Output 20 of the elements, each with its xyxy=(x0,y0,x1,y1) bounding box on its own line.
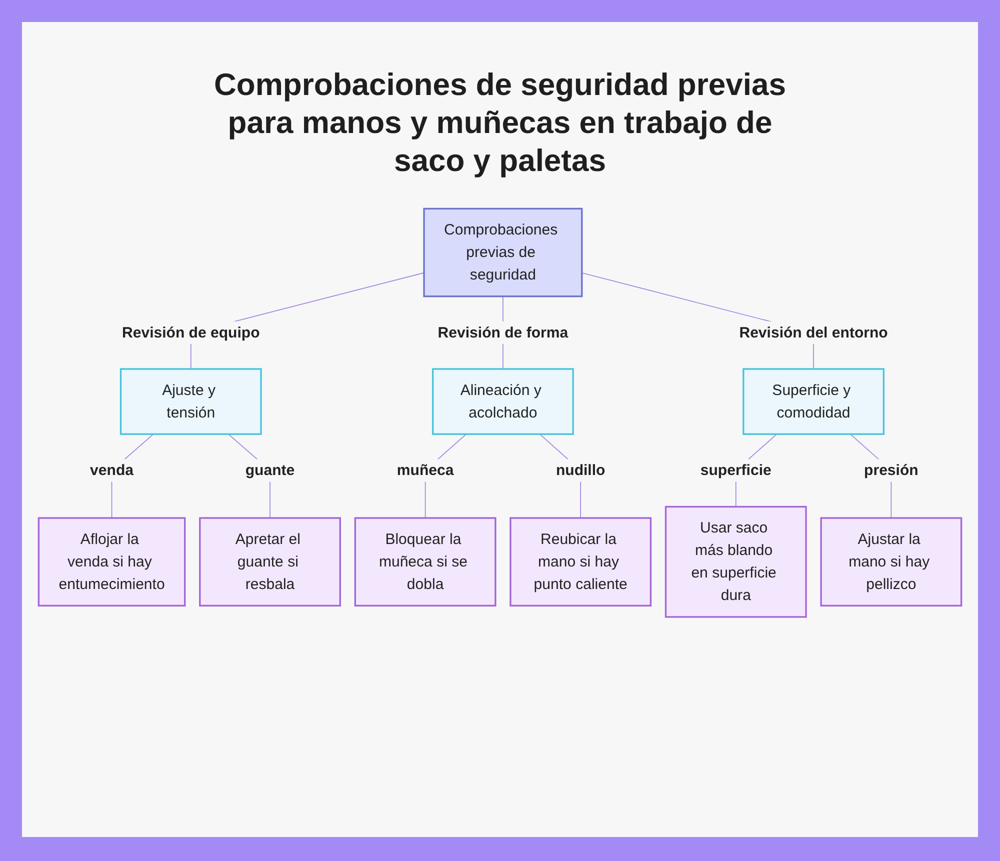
node-box: Aflojar la venda si hay entumecimiento xyxy=(38,517,186,606)
edge-label: Revisión de forma xyxy=(438,324,568,341)
diagram-title: Comprobaciones de seguridad previas para manos y muñecas en trabajo de saco y paletas xyxy=(213,66,787,180)
edge-label: presión xyxy=(864,462,918,478)
node-box: Usar saco más blando en superficie dura xyxy=(664,506,807,618)
edge-label: Revisión del entorno xyxy=(739,324,888,341)
edge-label: muñeca xyxy=(396,462,454,478)
node-box: Reubicar la mano si hay punto caliente xyxy=(510,517,652,606)
node-box: Ajustar la mano si hay pellizco xyxy=(820,517,962,606)
edge-label: guante xyxy=(245,462,295,478)
edge-label: superficie xyxy=(700,462,772,478)
node-box: Alineación y acolchado xyxy=(432,368,574,435)
edge-label: Revisión de equipo xyxy=(122,324,260,341)
node-box: Ajuste y tensión xyxy=(120,368,262,435)
edge-label: nudillo xyxy=(556,462,606,478)
node-box: Superficie y comodidad xyxy=(742,368,884,435)
node-box: Comprobaciones previas de seguridad xyxy=(423,208,583,298)
edge-label: venda xyxy=(90,462,134,478)
node-box: Bloquear la muñeca si se dobla xyxy=(354,517,496,606)
node-box: Apretar el guante si resbala xyxy=(199,517,341,606)
